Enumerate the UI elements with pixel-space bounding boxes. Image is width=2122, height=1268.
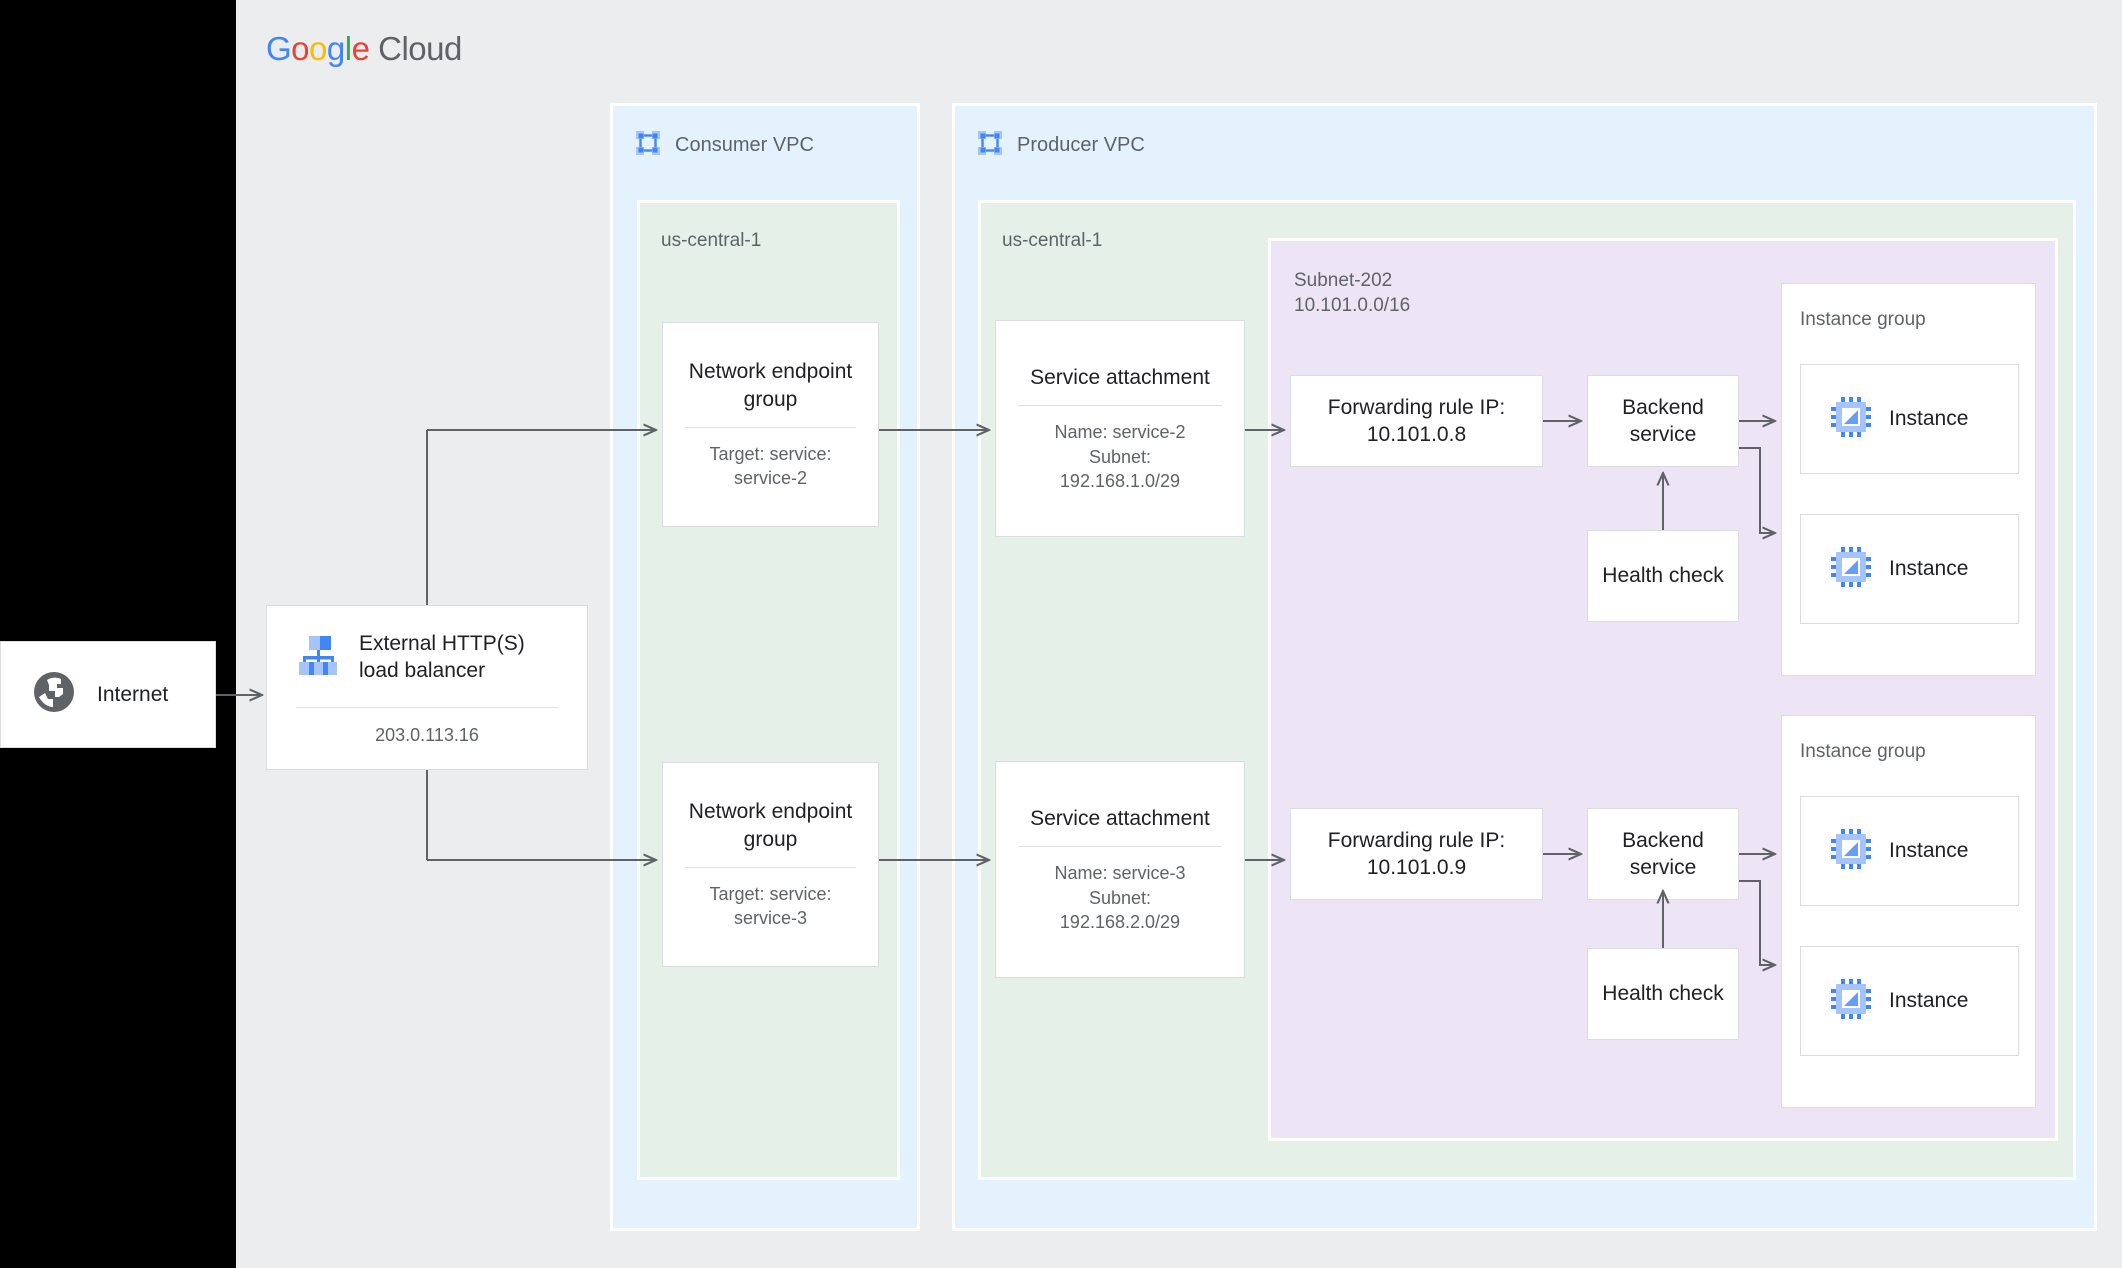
lb-title: External HTTP(S) load balancer [359,632,525,683]
hc-1-title: Health check [1602,564,1724,588]
bs-2-title: Backend service [1622,828,1704,879]
neg-2-title: Network endpoint group [688,800,853,851]
logo-letter-e: e [351,30,370,67]
compute-instance-icon [1831,828,1871,874]
instance-1-2-label: Instance [1889,557,1969,580]
logo-letter-o2: o [309,30,327,67]
hc-2-title: Health check [1602,982,1724,1006]
sa-2-divider [1018,846,1222,848]
instance-1-1-label: Instance [1889,407,1969,430]
logo-letter-o1: o [291,30,310,67]
sa-2-details: Name: service-3 Subnet: 192.168.2.0/29 [1054,863,1186,932]
compute-instance-icon [1831,978,1871,1024]
sa-1-details: Name: service-2 Subnet: 192.168.1.0/29 [1054,422,1186,491]
instance-2-2[interactable]: Instance [1800,946,2019,1056]
instance-group-1: Instance group Instance [1781,283,2036,676]
internet-label: Internet [97,682,169,706]
neg-1-title: Network endpoint group [688,360,853,411]
sa-1-divider [1018,405,1222,407]
lb-divider [296,706,558,708]
sa-1-title: Service attachment [1030,365,1210,389]
producer-region-label: us-central-1 [1002,230,1103,251]
instance-2-1[interactable]: Instance [1800,796,2019,906]
forwarding-rule-1[interactable]: Forwarding rule IP: 10.101.0.8 [1290,375,1543,467]
consumer-vpc-header: Consumer VPC [635,130,814,161]
lb-header: External HTTP(S) load balancer [267,606,587,685]
vpc-network-icon [977,130,1003,161]
compute-instance-icon [1831,396,1871,442]
lb-ip-address: 203.0.113.16 [375,724,479,745]
producer-vpc-header: Producer VPC [977,130,1145,161]
instance-group-2-label: Instance group [1800,741,1926,762]
logo-letter-g1: G [266,30,292,67]
google-cloud-logo: Google Cloud [266,30,462,68]
fr-1-title: Forwarding rule IP: 10.101.0.8 [1327,395,1506,446]
neg-1-divider [685,427,856,428]
instance-2-1-label: Instance [1889,839,1969,862]
service-attachment-2[interactable]: Service attachment Name: service-3 Subne… [995,761,1245,978]
globe-icon [33,671,75,718]
instance-group-2: Instance group Instance [1781,715,2036,1108]
vpc-network-icon [635,130,661,161]
service-attachment-1[interactable]: Service attachment Name: service-2 Subne… [995,320,1245,537]
health-check-1[interactable]: Health check [1587,530,1739,622]
logo-word-cloud: Cloud [369,30,462,67]
network-endpoint-group-2[interactable]: Network endpoint group Target: service: … [662,762,879,967]
consumer-vpc-label: Consumer VPC [675,134,814,156]
instance-1-2[interactable]: Instance [1800,514,2019,624]
compute-instance-icon [1831,546,1871,592]
instance-group-1-label: Instance group [1800,309,1926,330]
network-endpoint-group-1[interactable]: Network endpoint group Target: service: … [662,322,879,527]
backend-service-1[interactable]: Backend service [1587,375,1739,467]
logo-letter-l: l [344,30,352,67]
fr-2-title: Forwarding rule IP: 10.101.0.9 [1327,828,1506,879]
subnet-202-label: Subnet-202 10.101.0.0/16 [1294,270,1411,317]
internet-node[interactable]: Internet [0,641,216,748]
consumer-region-label: us-central-1 [661,230,762,251]
producer-vpc-label: Producer VPC [1017,134,1145,156]
sa-2-title: Service attachment [1030,806,1210,830]
load-balancer-hierarchy-icon [297,634,339,681]
health-check-2[interactable]: Health check [1587,948,1739,1040]
neg-2-target: Target: service: service-3 [709,884,832,929]
neg-2-divider [685,867,856,868]
forwarding-rule-2[interactable]: Forwarding rule IP: 10.101.0.9 [1290,808,1543,900]
load-balancer-node[interactable]: External HTTP(S) load balancer 203.0.113… [266,605,588,770]
bs-1-title: Backend service [1622,395,1704,446]
instance-2-2-label: Instance [1889,989,1969,1012]
instance-1-1[interactable]: Instance [1800,364,2019,474]
neg-1-target: Target: service: service-2 [709,444,832,489]
backend-service-2[interactable]: Backend service [1587,808,1739,900]
logo-letter-g2: g [326,30,345,67]
